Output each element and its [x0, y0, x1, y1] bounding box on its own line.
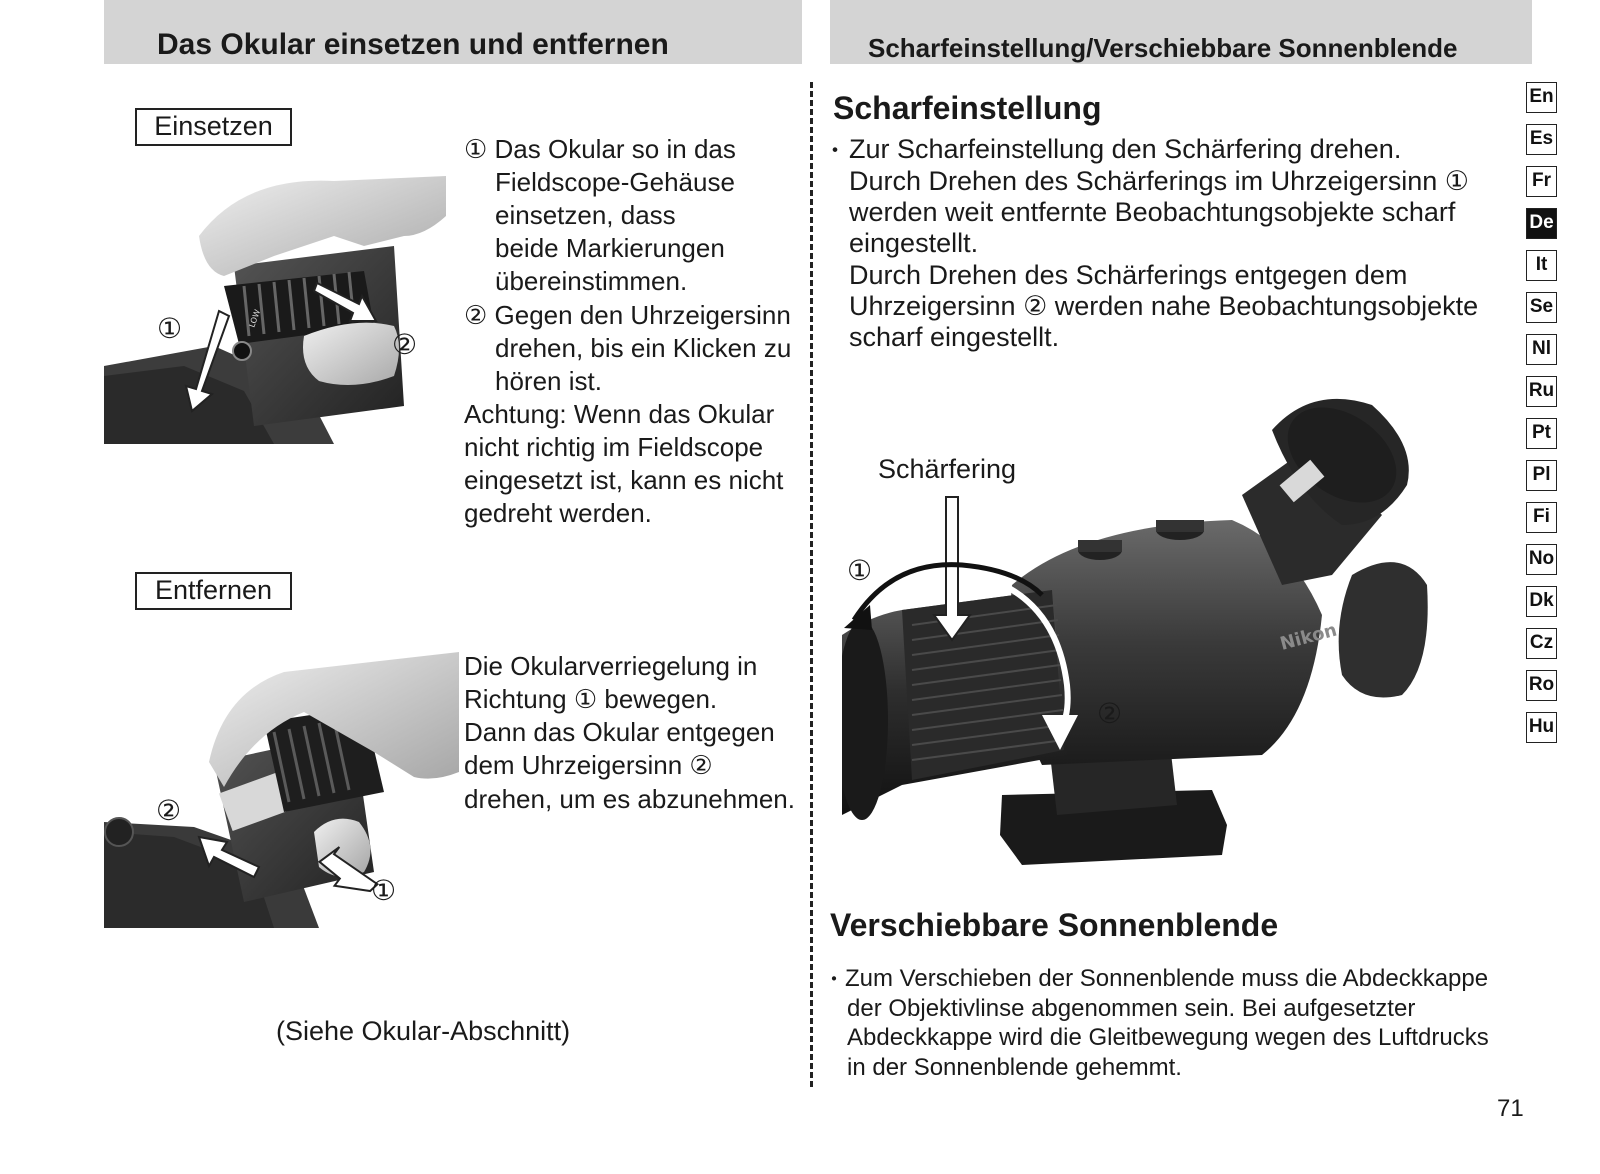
insert-step-line: übereinstimmen. — [495, 266, 688, 296]
focus-line: Durch Drehen des Schärferings entgegen d… — [849, 260, 1408, 290]
focus-line: Zur Scharfeinstellung den Schärfering dr… — [849, 134, 1402, 164]
remove-line: Die Okularverriegelung in — [464, 651, 758, 681]
language-tab-ro[interactable]: Ro — [1526, 670, 1557, 701]
fig3-callout-two: ② — [1097, 698, 1123, 729]
left-page-title: Das Okular einsetzen und entfernen — [157, 28, 669, 61]
fieldscope-focus-illustration: Nikon — [842, 385, 1432, 875]
fig2-callout-two: ② — [156, 795, 182, 826]
insert-eyepiece-photo: LOW — [104, 176, 446, 444]
sunshade-section-title: Verschiebbare Sonnenblende — [830, 907, 1279, 943]
caution-line: nicht richtig im Fieldscope — [464, 432, 764, 462]
fig3-callout-one: ① — [847, 555, 873, 586]
remove-line: Dann das Okular entgegen — [464, 717, 775, 747]
insert-step-line: Fieldscope-Gehäuse — [495, 167, 735, 197]
language-tab-fr[interactable]: Fr — [1526, 166, 1557, 197]
focus-line: werden weit entfernte Beobachtungsobjekt… — [849, 197, 1456, 227]
language-tab-se[interactable]: Se — [1526, 292, 1557, 323]
sunshade-line: Zum Verschieben der Sonnenblende muss di… — [845, 965, 1489, 992]
remove-eyepiece-photo — [104, 652, 459, 928]
page-divider — [810, 82, 813, 1087]
sunshade-line: in der Sonnenblende gehemmt. — [847, 1054, 1182, 1081]
language-tab-cz[interactable]: Cz — [1526, 628, 1557, 659]
remove-line: Richtung ① bewegen. — [464, 684, 718, 714]
insert-step-line: hören ist. — [495, 366, 602, 396]
fig2-callout-one: ① — [371, 875, 397, 906]
sunshade-line: der Objektivlinse abgenommen sein. Bei a… — [847, 995, 1416, 1022]
language-tab-hu[interactable]: Hu — [1526, 712, 1557, 743]
focus-line: Uhrzeigersinn ② werden nahe Beobachtungs… — [849, 291, 1479, 321]
remove-line: dem Uhrzeigersinn ② — [464, 750, 713, 780]
right-page-title: Scharfeinstellung/Verschiebbare Sonnenbl… — [868, 33, 1458, 63]
language-tab-no[interactable]: No — [1526, 544, 1557, 575]
focus-ring-label: Schärfering — [878, 454, 1017, 484]
focus-bullet: ・ — [824, 138, 847, 163]
language-tab-it[interactable]: It — [1526, 250, 1557, 281]
language-tab-pt[interactable]: Pt — [1526, 418, 1557, 449]
language-tab-fi[interactable]: Fi — [1526, 502, 1557, 533]
remove-line: drehen, um es abzunehmen. — [464, 784, 795, 814]
caution-line: eingesetzt ist, kann es nicht — [464, 465, 784, 495]
see-also-reference: (Siehe Okular-Abschnitt) — [276, 1016, 571, 1046]
caution-line: gedreht werden. — [464, 498, 652, 528]
left-header-bar — [104, 0, 802, 64]
focus-section-title: Scharfeinstellung — [833, 90, 1102, 126]
language-tab-de[interactable]: De — [1526, 208, 1557, 239]
insert-step-line: drehen, bis ein Klicken zu — [495, 333, 792, 363]
remove-section-label: Entfernen — [135, 572, 292, 610]
caution-line: Achtung: Wenn das Okular — [464, 399, 775, 429]
page-number: 71 — [1497, 1095, 1524, 1122]
fig1-callout-one: ① — [157, 313, 183, 344]
language-tab-nl[interactable]: Nl — [1526, 334, 1557, 365]
focus-line: eingestellt. — [849, 228, 979, 258]
insert-section-label: Einsetzen — [135, 108, 292, 146]
insert-step-line: einsetzen, dass — [495, 200, 676, 230]
right-header-bar — [830, 0, 1532, 64]
language-tab-pl[interactable]: Pl — [1526, 460, 1557, 491]
insert-step-line: ② Gegen den Uhrzeigersinn — [464, 300, 791, 330]
insert-step-line: ① Das Okular so in das — [464, 134, 736, 164]
sunshade-line: Abdeckkappe wird die Gleitbewegung wegen… — [847, 1024, 1489, 1051]
focus-line: Durch Drehen des Schärferings im Uhrzeig… — [849, 166, 1469, 196]
language-tab-en[interactable]: En — [1526, 82, 1557, 113]
focus-line: scharf eingestellt. — [849, 322, 1060, 352]
sunshade-bullet: ・ — [824, 969, 844, 991]
language-tab-ru[interactable]: Ru — [1526, 376, 1557, 407]
language-tab-dk[interactable]: Dk — [1526, 586, 1557, 617]
language-tab-es[interactable]: Es — [1526, 124, 1557, 155]
insert-step-line: beide Markierungen — [495, 233, 725, 263]
fig1-callout-two: ② — [392, 329, 418, 360]
